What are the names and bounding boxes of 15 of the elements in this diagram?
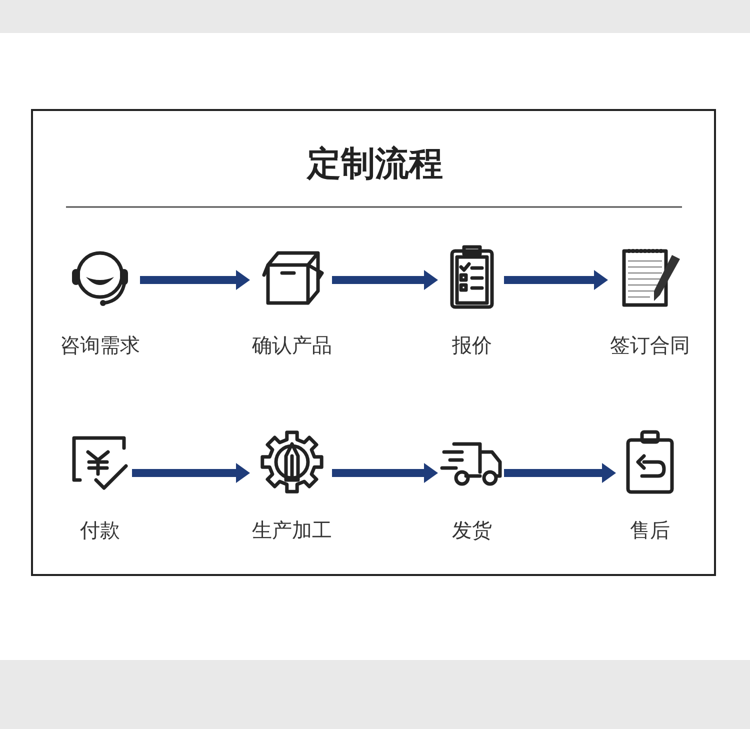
arrow bbox=[504, 463, 616, 483]
step-label: 发货 bbox=[452, 517, 492, 543]
step-label: 确认产品 bbox=[252, 332, 332, 358]
step-label: 咨询需求 bbox=[60, 332, 140, 358]
step-label: 报价 bbox=[452, 332, 492, 358]
step-label: 签订合同 bbox=[610, 332, 690, 358]
arrow bbox=[132, 463, 250, 483]
arrow bbox=[140, 270, 250, 290]
step-label: 售后 bbox=[630, 517, 670, 543]
arrow bbox=[332, 463, 438, 483]
arrow bbox=[332, 270, 438, 290]
title: 定制流程 bbox=[307, 143, 443, 186]
arrow bbox=[504, 270, 608, 290]
step-label: 付款 bbox=[80, 517, 120, 543]
step-label: 生产加工 bbox=[252, 517, 332, 543]
